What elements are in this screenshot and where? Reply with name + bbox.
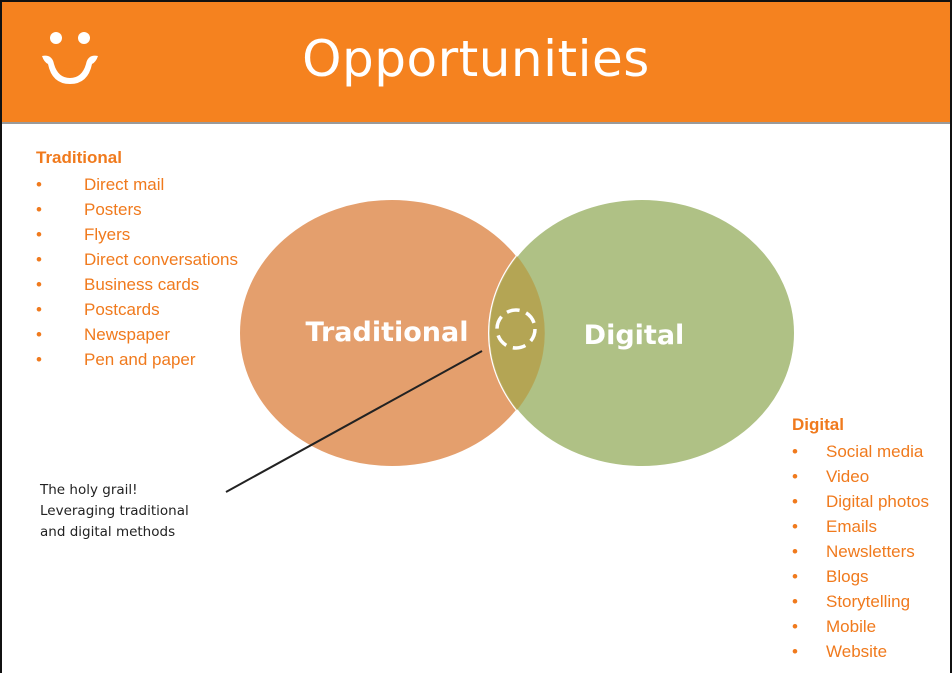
header-divider — [2, 122, 950, 124]
callout-note: The holy grail! Leveraging traditional a… — [40, 480, 189, 543]
venn-label-digital: Digital — [584, 320, 685, 351]
header-bar: Opportunities — [2, 2, 950, 122]
paw-smile-logo — [42, 32, 98, 84]
digital-list: Digital •Social media •Video •Digital ph… — [792, 415, 929, 664]
venn-circle-digital — [488, 198, 796, 468]
list-item: •Flyers — [36, 225, 131, 244]
list-item: •Postcards — [36, 300, 160, 319]
page-title: Opportunities — [302, 30, 650, 88]
list-item: •Website — [792, 642, 888, 661]
list-item: •Blogs — [792, 567, 869, 586]
list-item: •Video — [792, 467, 870, 486]
list-item: •Direct mail — [36, 175, 165, 194]
list-item: •Mobile — [792, 617, 877, 636]
list-item: •Emails — [792, 517, 878, 536]
venn-overlap — [489, 256, 545, 410]
callout-line — [225, 350, 483, 493]
traditional-list: Traditional •Direct mail •Posters •Flyer… — [36, 148, 238, 372]
list-item: •Newsletters — [792, 542, 915, 561]
digital-list-heading: Digital — [792, 415, 844, 434]
list-item: •Storytelling — [792, 592, 911, 611]
callout-note-line: and digital methods — [40, 524, 176, 540]
list-item: •Newspaper — [36, 325, 170, 344]
list-item: •Direct conversations — [36, 250, 239, 269]
list-item: •Posters — [36, 200, 142, 219]
venn-label-traditional: Traditional — [306, 317, 469, 348]
list-item: •Business cards — [36, 275, 200, 294]
list-item: •Social media — [792, 442, 924, 461]
list-item: •Pen and paper — [36, 350, 196, 369]
dashed-circle-icon — [495, 308, 537, 350]
traditional-list-heading: Traditional — [36, 148, 122, 167]
callout-note-line: Leveraging traditional — [40, 503, 189, 519]
list-item: •Digital photos — [792, 492, 930, 511]
callout-note-line: The holy grail! — [40, 482, 138, 498]
